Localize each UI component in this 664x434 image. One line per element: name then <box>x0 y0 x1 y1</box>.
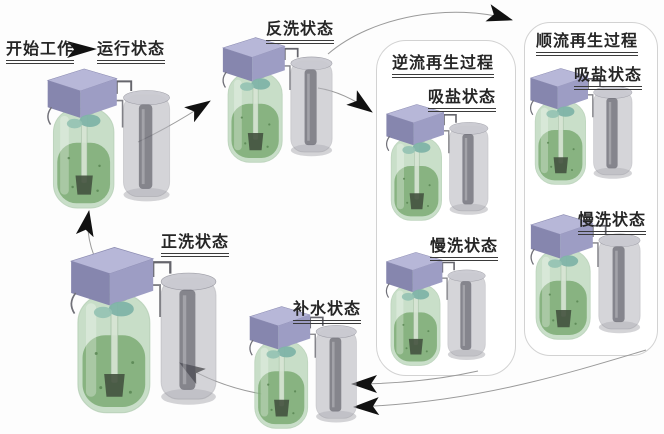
softener-unit-backwash <box>222 36 333 164</box>
softener-unit-forward-wash <box>69 246 218 414</box>
state-label-counterflow-salt-absorb: 吸盐状态 <box>428 87 497 113</box>
state-label-downflow-slow-wash: 慢洗状态 <box>578 210 647 236</box>
counterflow-process-title: 逆流再生过程 <box>392 53 495 79</box>
state-label-replenish: 补水状态 <box>293 299 362 325</box>
arrow-downflow-to-replenish <box>353 349 647 416</box>
softener-unit-counterflow-salt-absorb <box>385 103 489 222</box>
state-label-running: 运行状态 <box>97 39 166 65</box>
downflow-process-title: 顺流再生过程 <box>536 31 639 57</box>
softener-unit-counterflow-slow-wash <box>385 251 487 367</box>
softener-unit-running <box>46 67 171 210</box>
state-label-counterflow-slow-wash: 慢洗状态 <box>430 236 499 262</box>
arrow-counterflow-to-replenish <box>351 370 479 393</box>
start-arrow-icon <box>67 41 97 58</box>
state-label-backwash: 反洗状态 <box>266 19 335 45</box>
state-label-downflow-salt-absorb: 吸盐状态 <box>574 65 643 91</box>
arrow-forward-wash-to-running <box>75 210 96 259</box>
start-work-label: 开始工作 <box>6 39 75 65</box>
arrow-backwash-to-downflow <box>327 4 513 55</box>
softener-unit-replenish <box>248 305 358 430</box>
state-label-forward-wash: 正洗状态 <box>161 232 230 258</box>
